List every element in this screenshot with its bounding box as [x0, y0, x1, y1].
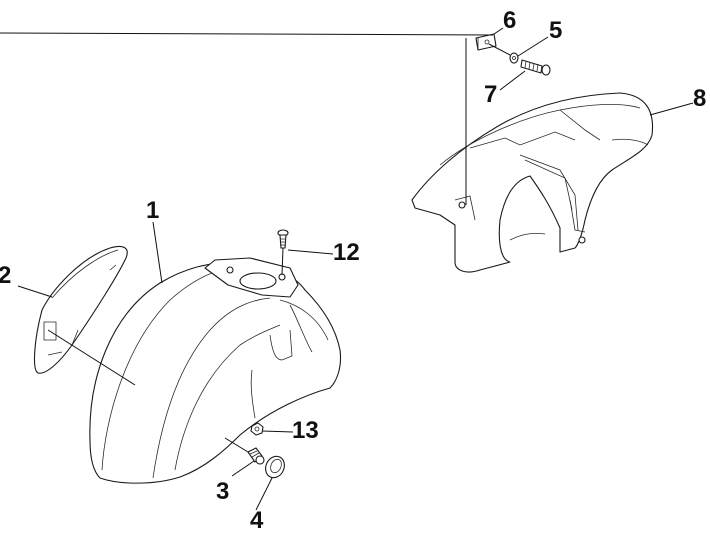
part-1-front-fender: [89, 257, 342, 484]
callout-13: 13: [292, 417, 319, 444]
callout-12: 12: [333, 239, 360, 266]
callout-7: 7: [484, 81, 498, 108]
part-6-clip-nut: [475, 33, 497, 51]
callout-1: 1: [146, 197, 160, 224]
callout-6: 6: [503, 7, 517, 34]
part-5-washer: [509, 52, 519, 64]
part-4-grommet: [265, 455, 285, 479]
part-2-trim: [34, 245, 128, 374]
callout-4: 4: [250, 507, 264, 533]
callout-2: 2: [0, 262, 12, 289]
callout-5: 5: [549, 17, 563, 44]
callout-3: 3: [216, 478, 230, 505]
leader-lines: [0, 27, 694, 511]
part-8-rear-mudguard: [411, 92, 654, 273]
part-3-screw: [224, 437, 265, 465]
part-7-bolt: [520, 59, 551, 76]
callout-8: 8: [693, 85, 707, 112]
part-12-screw: [277, 229, 289, 276]
part-13-nut: [250, 422, 264, 436]
